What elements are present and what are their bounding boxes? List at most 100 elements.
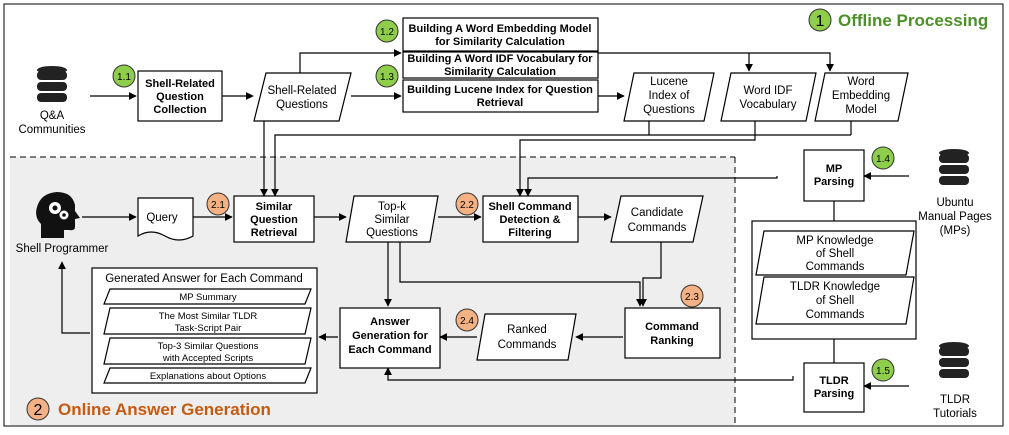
mp-knowledge-label-line3: Commands: [806, 261, 865, 273]
offline-section-label: Offline Processing: [838, 11, 988, 30]
mp-parsing-box: [803, 149, 865, 202]
badge-1-1: 1.1: [112, 64, 136, 88]
topk-label-line2: Similar: [374, 214, 409, 226]
similar-retrieval-label-line3: Retrieval: [251, 227, 297, 239]
similar-retrieval-box: [233, 195, 315, 243]
mp-parsing-label-line2: Parsing: [814, 176, 854, 188]
word-embedding-label-line2: for Similarity Calculation: [435, 36, 565, 48]
offline-section-number-badge: [808, 8, 832, 32]
arrow-idf-to-detection: [516, 121, 756, 197]
collection-label-line3: Collection: [153, 104, 206, 116]
online-section-label: Online Answer Generation: [58, 400, 271, 419]
tldr-source-label-line2: Tutorials: [933, 408, 977, 420]
arrow-lucene-to-retrieval: [271, 121, 650, 197]
idf-vocabulary-label-line2: Vocabulary: [740, 99, 797, 111]
shell-programmer-icon: [36, 192, 80, 238]
answer-generation-label-line2: Generation for: [352, 330, 429, 342]
ranked-label-line1: Ranked: [507, 324, 547, 336]
step-badges: 1.1 1.2 1.3 1.4 1.5 2.1 2.2 2.3 2.4: [112, 19, 895, 382]
mp-parsing-label-line1: MP: [826, 163, 843, 175]
svg-text:2.4: 2.4: [460, 316, 474, 327]
similar-retrieval-label-line1: Similar: [256, 201, 293, 213]
word-embedding-box: [402, 17, 599, 52]
word-idf-label-line2: Similarity Calculation: [444, 66, 556, 78]
badge-2-1: 2.1: [206, 192, 230, 216]
collection-label-line2: Question: [156, 91, 204, 103]
arrow-mp-parsing-to-detection: [524, 176, 778, 197]
lucene-index-label-line3: Questions: [643, 104, 695, 116]
collection-box: [137, 70, 223, 122]
badge-1-2: 1.2: [375, 19, 399, 43]
lucene-index-data: [623, 72, 715, 122]
candidates-label-line2: Commands: [628, 222, 687, 234]
word-idf-label-line1: Building A Word IDF Vocabulary for: [407, 53, 593, 65]
topk-label-line3: Questions: [366, 227, 418, 239]
lucene-index-label-line1: Lucene: [650, 76, 688, 88]
embedding-model-data: [814, 72, 909, 122]
mp-knowledge-label-line1: MP Knowledge: [796, 235, 873, 247]
embedding-model-label-line2: Embedding: [832, 90, 890, 102]
ubuntu-source-label-line2: Manual Pages: [918, 211, 992, 223]
answer-item-mp-summary: [103, 288, 312, 305]
ubuntu-database-icon: [939, 149, 969, 185]
answer-generation-box: [339, 307, 441, 369]
answer-item-option-explanations-text: Explanations about Options: [150, 371, 266, 382]
query-document: [137, 197, 194, 241]
answer-item-tldr-pair-line2: Task-Script Pair: [175, 323, 242, 334]
arrow-to-embedding-model: [598, 52, 834, 72]
offline-section-number: 1: [816, 13, 825, 30]
answer-item-similar-questions-line1: Top-3 Similar Questions: [158, 341, 259, 352]
similar-retrieval-label-line2: Question: [250, 214, 298, 226]
qa-source-label-line2: Communities: [18, 124, 85, 136]
badge-2-2: 2.2: [455, 192, 479, 216]
tldr-knowledge-data: [755, 276, 915, 325]
idf-vocabulary-data: [720, 72, 817, 122]
tldr-database-icon: [939, 342, 969, 378]
shell-questions-label-line2: Questions: [276, 99, 328, 111]
candidate-commands-data: [610, 195, 704, 243]
word-embedding-label-line1: Building A Word Embedding Model: [409, 23, 592, 35]
arrow-questions-to-builders: [299, 49, 402, 73]
badge-1-5: 1.5: [871, 358, 895, 382]
lucene-build-label-line2: Retrieval: [477, 97, 523, 109]
svg-text:1.2: 1.2: [380, 27, 394, 38]
svg-text:2.3: 2.3: [685, 292, 699, 303]
generated-answer-title: Generated Answer for Each Command: [105, 273, 303, 285]
answer-generation-label-line1: Answer: [370, 316, 410, 328]
topk-questions-data: [345, 195, 439, 243]
lucene-build-label-line1: Building Lucene Index for Question: [407, 84, 593, 96]
svg-text:1.1: 1.1: [117, 72, 131, 83]
badge-1-4: 1.4: [871, 146, 895, 170]
detection-label-line2: Detection &: [499, 214, 560, 226]
query-label: Query: [146, 212, 178, 224]
qa-database-icon: [37, 66, 67, 102]
ranking-label-line1: Command: [645, 321, 699, 333]
arrow-generated-to-programmer: [58, 261, 90, 334]
arrow-knowledge-to-answer: [384, 367, 794, 381]
detection-label-line3: Filtering: [508, 227, 551, 239]
offline-section-title: 1 Offline Processing: [808, 8, 988, 32]
svg-text:2.2: 2.2: [460, 200, 474, 211]
embedding-model-label-line1: Word: [847, 76, 874, 88]
word-idf-box: [402, 51, 599, 79]
badge-2-3: 2.3: [680, 284, 704, 308]
ranked-label-line2: Commands: [498, 339, 557, 351]
answer-item-mp-summary-text: MP Summary: [179, 292, 237, 303]
detection-label-line1: Shell Command: [488, 201, 571, 213]
candidates-label-line1: Candidate: [631, 207, 683, 219]
shell-questions-label-line1: Shell-Related: [267, 85, 336, 97]
badge-1-3: 1.3: [375, 64, 399, 88]
shell-programmer-label: Shell Programmer: [16, 243, 109, 255]
answer-item-similar-questions: [103, 337, 312, 365]
tldr-parsing-label-line1: TLDR: [819, 375, 848, 387]
ranking-box: [624, 307, 721, 359]
ranked-commands-data: [476, 313, 577, 361]
lucene-build-box: [402, 79, 599, 113]
answer-item-similar-questions-line2: with Accepted Scripts: [162, 353, 254, 364]
mp-knowledge-data: [755, 230, 915, 276]
mp-knowledge-label-line2: of Shell: [816, 248, 854, 260]
answer-item-tldr-pair: [103, 307, 312, 335]
tldr-parsing-box: [803, 362, 865, 413]
